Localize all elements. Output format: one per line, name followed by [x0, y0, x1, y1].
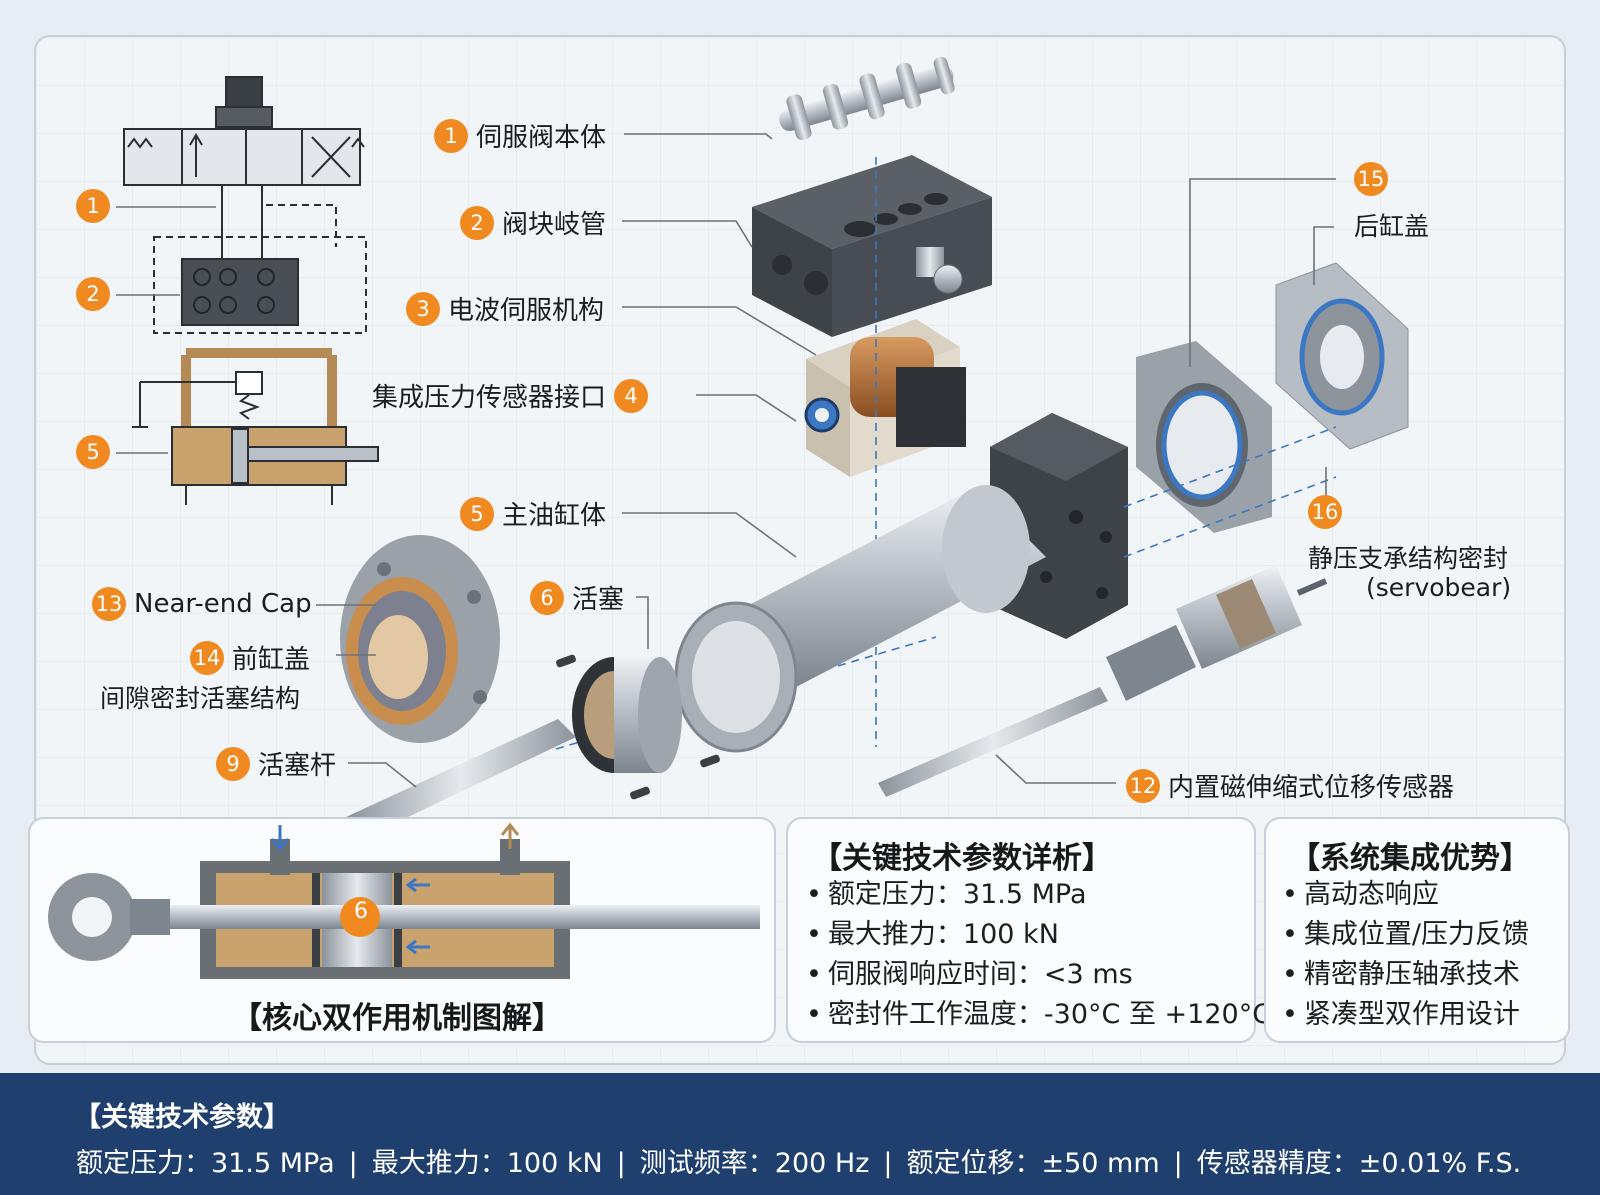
rear-cover-label: 后缸盖: [1354, 212, 1430, 241]
schematic-number-2: 2: [76, 277, 110, 311]
callout-rear-flange: 15: [1354, 162, 1388, 196]
main-cylinder-body: [674, 485, 1046, 753]
valve-block-manifold: [752, 155, 992, 337]
mechanism-panel: 6 【核心双作用机制图解】: [28, 817, 776, 1043]
double-acting-diagram: [48, 822, 760, 979]
callout-servo-mechanism: 3 电波伺服机构: [406, 290, 604, 327]
callout-number: 2: [460, 205, 494, 240]
advantage-item: 高动态响应: [1282, 875, 1529, 915]
footer-item: 传感器精度：±0.01% F.S.: [1196, 1148, 1522, 1179]
servobear-label: (servobear): [1366, 573, 1512, 602]
params-panel: 【关键技术参数详析】 额定压力：31.5 MPa 最大推力：100 kN 伺服阀…: [786, 817, 1271, 1043]
callout-number: 3: [406, 291, 440, 326]
callout-label: 主油缸体: [502, 501, 607, 531]
param-item: 密封件工作温度：-30°C 至 +120°C: [806, 995, 1271, 1035]
component-illustration: [116, 56, 1409, 837]
callout-label: 内置磁伸缩式位移传感器: [1168, 773, 1455, 803]
schematic-callout-5: 5: [76, 435, 110, 469]
footer-title: 【关键技术参数】: [74, 1102, 290, 1133]
callout-number: 9: [216, 746, 250, 781]
callout-valve-manifold: 2 阀块岐管: [460, 204, 606, 241]
callout-number: 4: [614, 378, 649, 413]
params-list: 额定压力：31.5 MPa 最大推力：100 kN 伺服阀响应时间：<3 ms …: [806, 875, 1271, 1035]
footer-bar: 【关键技术参数】 额定压力：31.5 MPa|最大推力：100 kN|测试频率：…: [0, 1073, 1600, 1195]
param-item: 伺服阀响应时间：<3 ms: [806, 955, 1271, 995]
callout-number: 5: [460, 496, 494, 531]
callout-number: 12: [1126, 768, 1160, 803]
footer-item: 额定位移：±50 mm: [906, 1148, 1160, 1179]
callout-label: 集成压力传感器接口: [372, 383, 607, 413]
callout-number: 13: [92, 587, 126, 621]
hydrostatic-seal-label: 静压支承结构密封: [1308, 544, 1509, 573]
param-item: 最大推力：100 kN: [806, 915, 1271, 955]
rear-cover-16: [1275, 262, 1409, 450]
advantages-list: 高动态响应 集成位置/压力反馈 精密静压轴承技术 紧凑型双作用设计: [1282, 875, 1529, 1035]
servo-valve-spool: [779, 56, 955, 141]
callout-main-cylinder: 5 主油缸体: [460, 495, 606, 532]
callout-number: 14: [190, 640, 224, 675]
footer-item: 最大推力：100 kN: [371, 1148, 603, 1179]
piston-rod-9: [346, 719, 576, 837]
bolts: [556, 654, 720, 800]
callout-piston: 6 活塞: [530, 579, 624, 616]
callout-front-cover: 14 前缸盖: [190, 639, 310, 676]
callout-position-sensor: 12 内置磁伸缩式位移传感器: [1126, 767, 1454, 804]
callout-servo-valve: 1 伺服阀本体: [434, 117, 606, 154]
schematic-callout-2: 2: [76, 277, 110, 311]
callout-near-end-cap: 13 Near-end Cap: [92, 587, 312, 621]
callout-label: 前缸盖: [232, 645, 311, 675]
mechanism-title: 【核心双作用机制图解】: [232, 1001, 562, 1036]
schematic-number-1: 1: [76, 189, 110, 223]
advantages-title: 【系统集成优势】: [1290, 841, 1530, 876]
rear-flange-15: [1136, 341, 1272, 533]
callout-label: 活塞: [572, 585, 625, 615]
callout-number: 1: [434, 118, 468, 153]
callout-piston-rod: 9 活塞杆: [216, 745, 336, 782]
callout-number: 16: [1308, 495, 1342, 529]
footer-item: 额定压力：31.5 MPa: [76, 1148, 335, 1179]
callout-label: 活塞杆: [258, 751, 337, 781]
params-title: 【关键技术参数详析】: [812, 841, 1112, 876]
callout-number: 6: [530, 580, 564, 615]
callout-label: 阀块岐管: [502, 210, 607, 240]
param-item: 额定压力：31.5 MPa: [806, 875, 1271, 915]
callout-label: 电波伺服机构: [448, 296, 605, 326]
leader-lines: [116, 133, 1336, 788]
schematic-callout-1: 1: [76, 189, 110, 223]
callout-number: 15: [1354, 162, 1388, 196]
mechanism-piston-number: 6: [354, 899, 368, 924]
callout-pressure-port: 集成压力传感器接口 4: [372, 377, 649, 414]
hydraulic-schematic: [123, 76, 379, 505]
callout-label: 伺服阀本体: [476, 123, 607, 153]
callout-hydrostatic-seal: 16: [1308, 495, 1342, 529]
piston-6: [572, 657, 682, 773]
advantage-item: 紧凑型双作用设计: [1282, 995, 1529, 1035]
footer-params: 额定压力：31.5 MPa|最大推力：100 kN|测试频率：200 Hz|额定…: [76, 1148, 1522, 1179]
footer-item: 测试频率：200 Hz: [639, 1148, 870, 1179]
gap-seal-label: 间隙密封活塞结构: [100, 684, 301, 713]
advantages-panel: 【系统集成优势】 高动态响应 集成位置/压力反馈 精密静压轴承技术 紧凑型双作用…: [1264, 817, 1570, 1043]
servo-mechanism: [804, 319, 966, 477]
advantage-item: 精密静压轴承技术: [1282, 955, 1529, 995]
end-plate: [990, 413, 1128, 639]
callout-label: Near-end Cap: [134, 589, 312, 619]
schematic-number-5: 5: [76, 435, 110, 469]
advantage-item: 集成位置/压力反馈: [1282, 915, 1529, 955]
position-sensor-12: [878, 565, 1328, 797]
front-flange-13: [340, 535, 500, 743]
